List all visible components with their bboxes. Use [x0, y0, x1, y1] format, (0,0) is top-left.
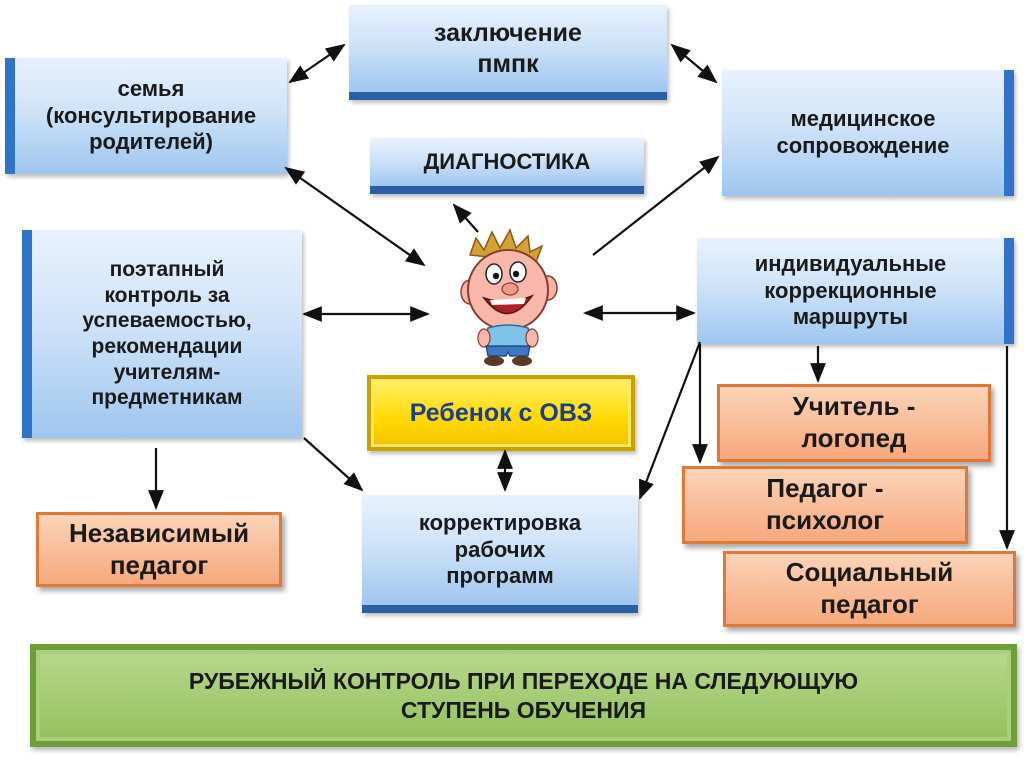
arrow-family-child [284, 166, 426, 267]
arrow-child-medical [592, 155, 720, 256]
cartoon-child-icon [460, 228, 558, 366]
correction-box: корректировка рабочих программ [362, 495, 638, 613]
diagnostics-box: ДИАГНОСТИКА [370, 138, 644, 194]
arrow-control-correction [303, 437, 364, 492]
medical-box: медицинское сопровождение [722, 70, 1014, 196]
arrow-child-diagnostics [452, 203, 479, 233]
control-box: поэтапный контроль за успеваемостью, рек… [22, 230, 302, 438]
speech-therapist-box: Учитель - логопед [717, 384, 991, 462]
family-box: семья (консультирование родителей) [5, 58, 287, 174]
arrow-routes-correction [638, 341, 702, 500]
social-teacher-box: Социальный педагог [723, 551, 1016, 627]
routes-box: индивидуальные коррекционные маршруты [697, 238, 1014, 344]
arrow-family-conclusion [288, 43, 346, 84]
conclusion-box: заключение пмпк [349, 5, 667, 100]
psychologist-box: Педагог - психолог [682, 466, 968, 544]
child-with-disabilities-box: Ребенок с ОВЗ [367, 375, 635, 451]
footer-banner: РУБЕЖНЫЙ КОНТРОЛЬ ПРИ ПЕРЕХОДЕ НА СЛЕДУЮ… [30, 644, 1017, 747]
independent-teacher-box: Независимый педагог [36, 512, 282, 587]
arrow-conclusion-medical [670, 43, 718, 84]
